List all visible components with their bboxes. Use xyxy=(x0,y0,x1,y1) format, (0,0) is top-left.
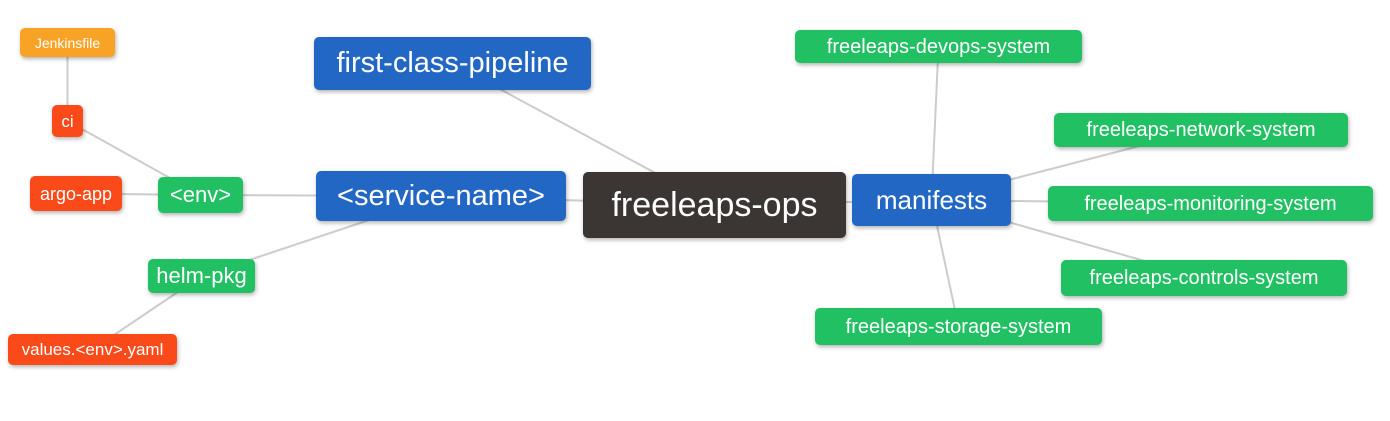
node-freeleaps-storage-system[interactable]: freeleaps-storage-system xyxy=(815,308,1102,345)
node-values-env-yaml[interactable]: values.<env>.yaml xyxy=(8,334,177,365)
node-manifests[interactable]: manifests xyxy=(852,174,1011,226)
node-service-name[interactable]: <service-name> xyxy=(316,171,566,221)
node-freeleaps-ops[interactable]: freeleaps-ops xyxy=(583,172,846,238)
node-freeleaps-monitoring-system[interactable]: freeleaps-monitoring-system xyxy=(1048,186,1373,221)
node-freeleaps-network-system[interactable]: freeleaps-network-system xyxy=(1054,113,1348,147)
node-env[interactable]: <env> xyxy=(158,177,243,213)
node-freeleaps-controls-system[interactable]: freeleaps-controls-system xyxy=(1061,260,1347,296)
node-first-class-pipeline[interactable]: first-class-pipeline xyxy=(314,37,591,90)
node-argo-app[interactable]: argo-app xyxy=(30,176,122,211)
node-jenkinsfile[interactable]: Jenkinsfile xyxy=(20,28,115,57)
node-helm-pkg[interactable]: helm-pkg xyxy=(148,259,255,293)
node-freeleaps-devops-system[interactable]: freeleaps-devops-system xyxy=(795,30,1082,63)
node-ci[interactable]: ci xyxy=(52,105,83,137)
